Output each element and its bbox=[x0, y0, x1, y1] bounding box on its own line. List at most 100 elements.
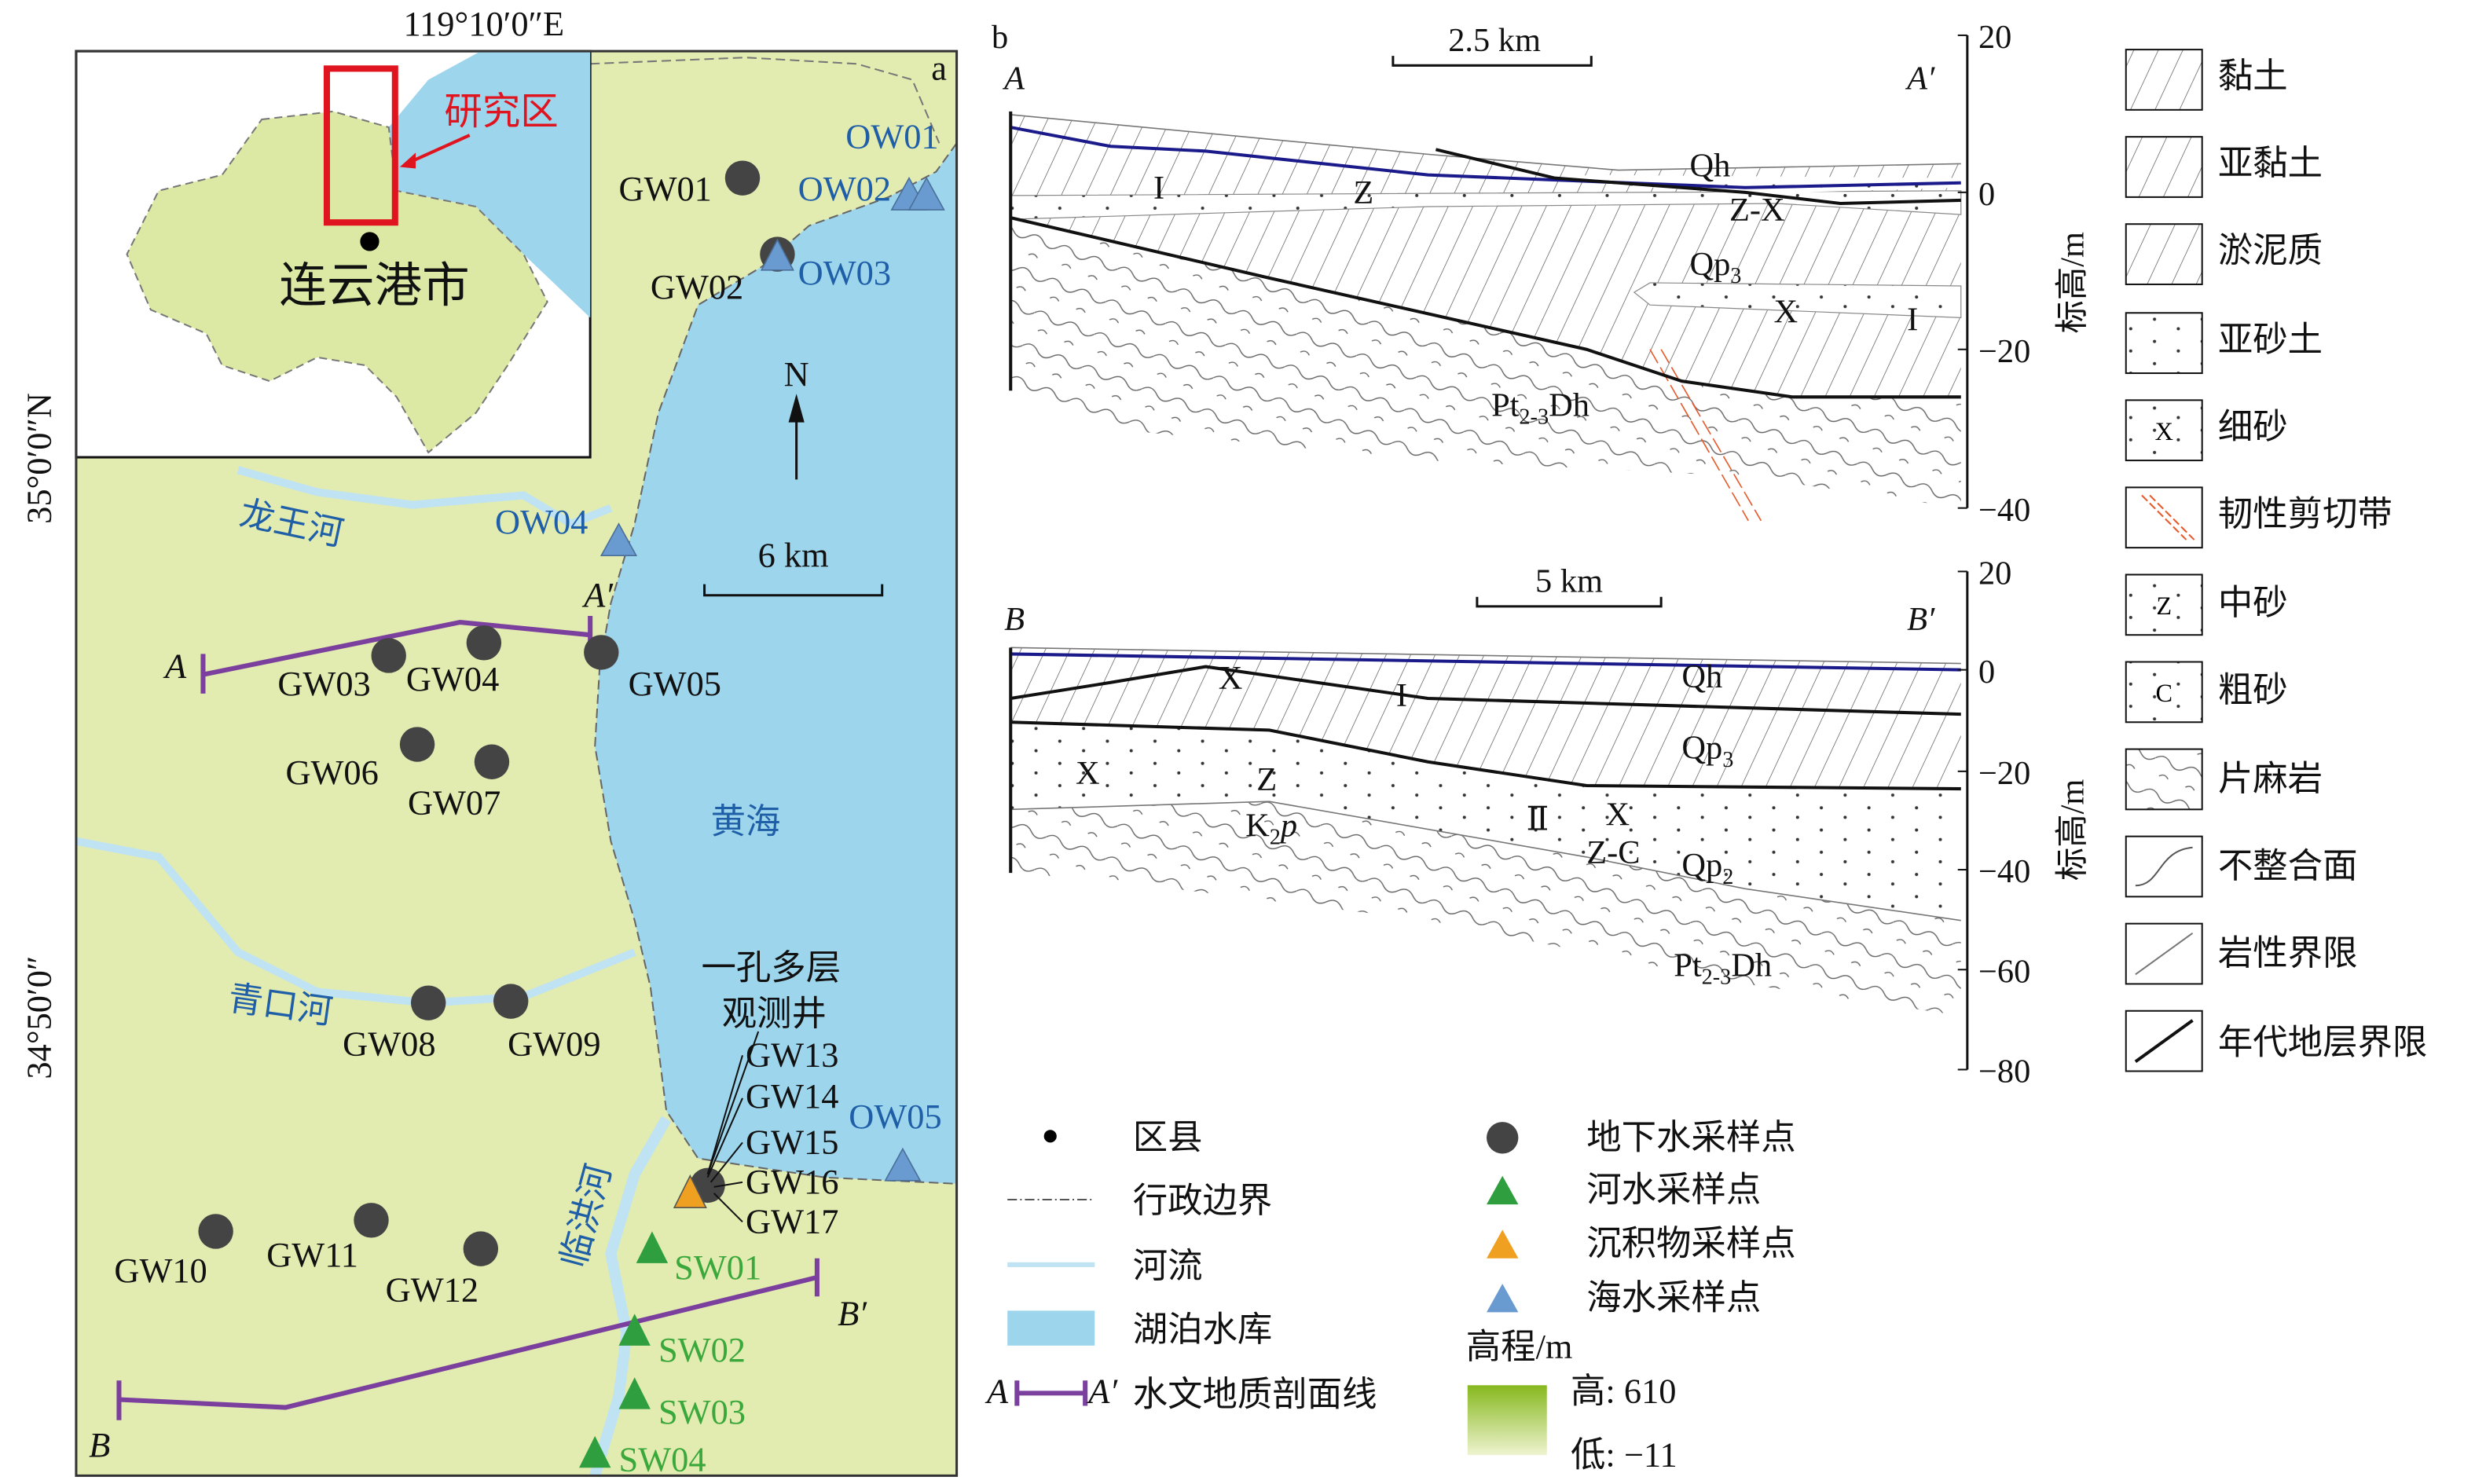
ow-label: OW02 bbox=[798, 169, 891, 208]
legend-fine-sand: X 细砂 bbox=[2125, 399, 2288, 462]
multilevel-well-label-2: 观测井 bbox=[722, 994, 827, 1033]
profile-label-a-prime: A′ bbox=[581, 575, 614, 614]
lithology-boundary bbox=[1010, 801, 1961, 922]
latitude-label-3450: 34°50′0″ bbox=[20, 956, 59, 1079]
inset-sea bbox=[388, 51, 591, 318]
unit-zx: Z-X bbox=[1729, 192, 1785, 229]
sw-point bbox=[579, 1435, 611, 1468]
gw-label: GW06 bbox=[285, 753, 378, 792]
section-a-scale-label: 2.5 km bbox=[1448, 22, 1541, 59]
north-arrowhead-icon bbox=[788, 394, 805, 423]
gw-point bbox=[584, 635, 619, 670]
water-table-line bbox=[1010, 652, 1961, 672]
unit-k2p: K2p bbox=[1245, 808, 1297, 850]
gw-label: GW16 bbox=[746, 1162, 838, 1201]
unit-z: Z bbox=[1256, 761, 1277, 798]
legend-groundwater: 地下水采样点 bbox=[1586, 1117, 1795, 1156]
gw-label: GW03 bbox=[277, 664, 370, 703]
legend-label: 亚黏土 bbox=[2218, 144, 2323, 183]
legend-symbol: C bbox=[2155, 679, 2172, 707]
unit-pt: Pt2-3Dh bbox=[1491, 387, 1590, 430]
profile-label-a: A bbox=[163, 647, 187, 686]
stratigraphic-boundary bbox=[1435, 148, 1961, 205]
unit-qp3: Qp3 bbox=[1689, 246, 1741, 288]
gw-point bbox=[474, 744, 510, 779]
sw-point bbox=[618, 1314, 651, 1346]
profile-label-b: B bbox=[89, 1425, 110, 1464]
legend-label: 韧性剪切带 bbox=[2218, 494, 2392, 533]
river-water-points bbox=[579, 1231, 669, 1468]
water-table-line bbox=[1010, 126, 1961, 189]
tick-label: −20 bbox=[1978, 755, 2030, 792]
legend-label: 细砂 bbox=[2218, 407, 2288, 446]
ow-label: OW04 bbox=[495, 502, 588, 541]
legend-boundary: 行政边界 bbox=[1133, 1181, 1273, 1220]
legend-chronostratigraphic-boundary: 年代地层界限 bbox=[2125, 1009, 2427, 1072]
unit-x: X bbox=[1605, 797, 1630, 834]
legend-elev-low: 低: −11 bbox=[1571, 1435, 1678, 1474]
section-a-start: A bbox=[1002, 60, 1025, 97]
gw-point bbox=[371, 638, 406, 673]
shear-zone bbox=[1660, 349, 1762, 522]
legend-river-sample: 河水采样点 bbox=[1586, 1170, 1761, 1209]
seawater-points bbox=[600, 176, 945, 1182]
legend-label: 淤泥质 bbox=[2218, 231, 2323, 270]
gw-label: GW11 bbox=[266, 1235, 358, 1274]
legend-symbol: Z bbox=[2156, 592, 2172, 620]
unit-x: X bbox=[1773, 293, 1798, 330]
map-scale-label: 6 km bbox=[758, 535, 829, 574]
legend-seawater: 海水采样点 bbox=[1586, 1277, 1761, 1317]
gneiss-layer bbox=[1010, 218, 1961, 508]
unit-z: Z bbox=[1353, 174, 1373, 211]
cross-section-a: b 2.5 km A A′ Qh Z-X Qp3 X I I Z Pt2-3Dh… bbox=[992, 19, 2091, 529]
unit-qp2: Qp2 bbox=[1681, 847, 1733, 889]
gw-point bbox=[399, 727, 435, 762]
north-label: N bbox=[784, 354, 809, 394]
gw-point bbox=[493, 984, 529, 1019]
gw-point bbox=[463, 1231, 499, 1266]
tick-label: 0 bbox=[1978, 654, 1995, 691]
gw-label: GW12 bbox=[386, 1270, 478, 1309]
legend-county: 区县 bbox=[1133, 1117, 1203, 1156]
section-a-ylabel: 标高/m bbox=[2054, 232, 2091, 334]
map-legend: 区县 行政边界 河流 湖泊水库 A A′ 水文地质剖面线 地下水采样点 河水采样… bbox=[984, 1117, 1796, 1474]
sand-lens bbox=[1571, 174, 1961, 194]
unit-zc: Z-C bbox=[1586, 834, 1640, 871]
legend-elevation-title: 高程/m bbox=[1466, 1327, 1573, 1366]
unit-i: I bbox=[1153, 170, 1164, 207]
groundwater-labels: GW01 GW02 GW03 GW04 GW05 GW06 GW07 GW08 … bbox=[114, 169, 838, 1309]
clay-layer bbox=[1010, 647, 1961, 790]
sw-legend-icon bbox=[1487, 1175, 1519, 1205]
shear-zone bbox=[1649, 349, 1749, 522]
legend-symbol: X bbox=[2155, 417, 2173, 445]
tick-label: 0 bbox=[1978, 176, 1995, 213]
city-label: 连云港市 bbox=[279, 260, 469, 313]
tick-label: 20 bbox=[1978, 555, 2011, 592]
sediment-point-icon bbox=[673, 1174, 707, 1208]
county-icon bbox=[1043, 1130, 1057, 1143]
legend-lithology-boundary: 岩性界限 bbox=[2125, 922, 2358, 985]
profile-line-b: B B′ bbox=[89, 1258, 867, 1464]
section-b-start: B bbox=[1004, 601, 1025, 638]
gw-label: GW14 bbox=[746, 1076, 838, 1116]
legend-unconformity: 不整合面 bbox=[2125, 835, 2358, 898]
unit-ii: Ⅱ bbox=[1527, 801, 1549, 838]
gw-label: GW13 bbox=[746, 1035, 838, 1074]
sw-point bbox=[618, 1377, 651, 1409]
section-b-ylabel: 标高/m bbox=[2054, 779, 2091, 881]
study-area-label: 研究区 bbox=[444, 91, 558, 133]
section-a-end: A′ bbox=[1905, 60, 1935, 97]
sw-label: SW04 bbox=[618, 1439, 706, 1479]
map-scale-bar bbox=[703, 584, 884, 597]
legend-label: 片麻岩 bbox=[2218, 759, 2323, 798]
legend-lake: 湖泊水库 bbox=[1133, 1310, 1273, 1349]
legend-label: 亚砂土 bbox=[2218, 320, 2323, 359]
tick-label: −20 bbox=[1978, 333, 2030, 370]
gw-label: GW17 bbox=[746, 1201, 838, 1240]
gw-label: GW10 bbox=[114, 1251, 207, 1290]
unit-qh: Qh bbox=[1689, 148, 1730, 185]
gw-point bbox=[724, 160, 761, 196]
gneiss-layer bbox=[1010, 801, 1961, 1016]
